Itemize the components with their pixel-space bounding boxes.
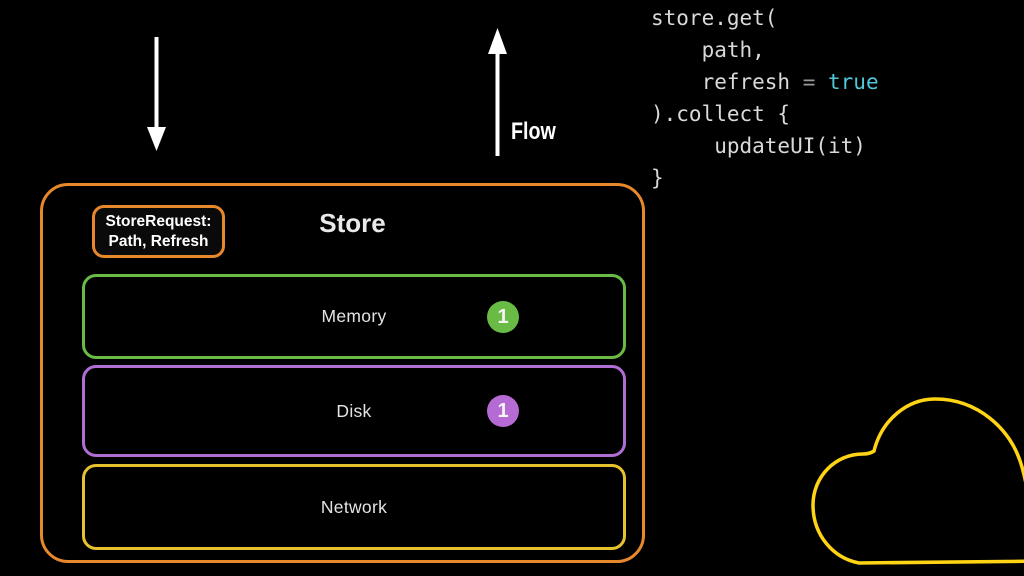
arrow-down-icon [147, 37, 166, 151]
store-box: Store StoreRequest: Path, Refresh Memory… [40, 183, 645, 563]
code-operator: = [802, 70, 829, 94]
store-request-badge-line2: Path, Refresh [108, 232, 209, 250]
layer-network: Network [82, 464, 626, 550]
code-snippet: store.get( path, refresh = true ).collec… [651, 2, 879, 194]
code-line: store.get( [651, 6, 778, 30]
layer-network-label: Network [320, 496, 388, 517]
store-request-badge: StoreRequest: Path, Refresh [92, 205, 225, 258]
cloud-icon [811, 397, 1024, 565]
code-line: updateUI(it) [651, 134, 866, 158]
code-line: } [651, 166, 664, 190]
memory-count-badge: 1 [487, 300, 519, 333]
flow-label: Flow [511, 118, 556, 145]
layer-memory: Memory 1 [82, 274, 626, 359]
disk-count-badge: 1 [487, 395, 519, 427]
layer-disk-label: Disk [336, 400, 372, 421]
store-request-badge-line1: StoreRequest: [105, 212, 212, 230]
code-line: path, [651, 38, 765, 62]
code-keyword: true [828, 70, 879, 94]
store-title: Store [319, 208, 386, 238]
layer-memory-label: Memory [321, 306, 387, 326]
layer-disk: Disk 1 [82, 365, 626, 457]
arrow-up-icon [488, 28, 507, 156]
code-line: refresh [651, 70, 803, 94]
code-line: ).collect { [651, 102, 791, 126]
